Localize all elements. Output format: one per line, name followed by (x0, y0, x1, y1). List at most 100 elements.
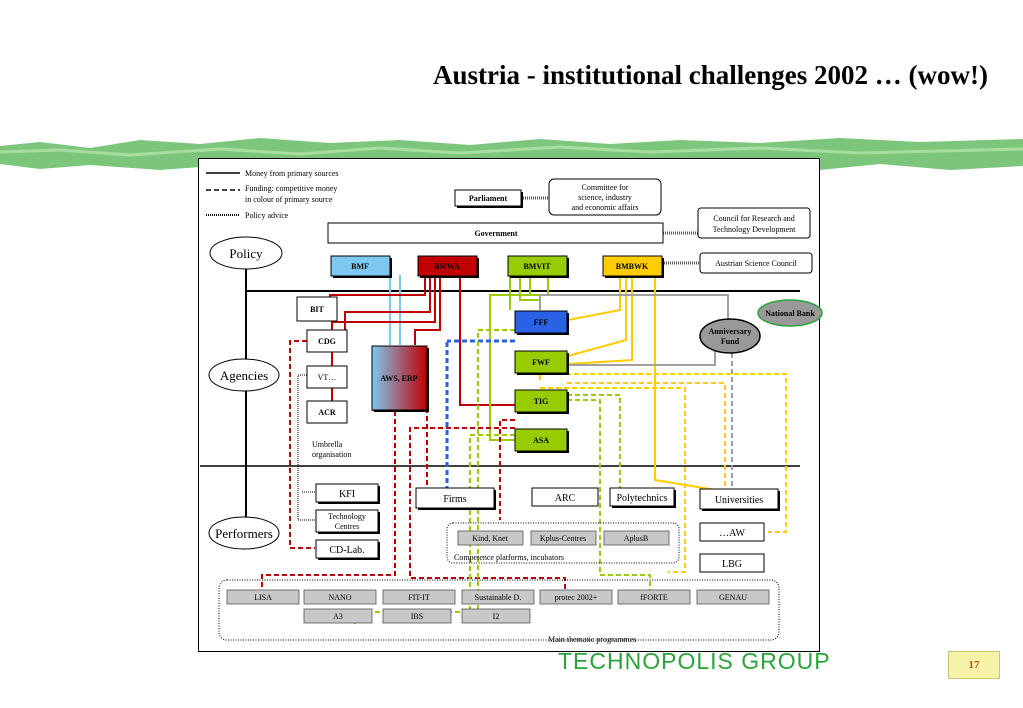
competence-item: Kind, Knet (472, 534, 508, 543)
agency-aws: AWS, ERP (371, 345, 429, 412)
agency-aws-label: AWS, ERP (380, 374, 417, 383)
agency-cdg-label: CDG (318, 337, 336, 346)
legend-advice-label: Policy advice (245, 211, 289, 220)
agency-acr-label: ACR (318, 408, 336, 417)
level-agencies: Agencies (208, 358, 280, 392)
umbrella-line-2: organisation (312, 450, 351, 459)
anniversary-line-1: Anniversary (709, 327, 752, 336)
performer-technology-centres: Technology Centres (315, 509, 380, 534)
programme-label: GENAU (719, 593, 747, 602)
programme-label: FIT-IT (408, 593, 430, 602)
performer-polytechnics-label: Polytechnics (616, 493, 667, 504)
programme-label: Sustainable D. (475, 593, 522, 602)
ministry-bmvit-label: BMVIT (523, 262, 551, 271)
agency-bit: BIT (296, 296, 338, 322)
performer-aw-label: …AW (719, 528, 745, 539)
agency-bit-label: BIT (310, 305, 324, 314)
asc-label: Austrian Science Council (715, 259, 798, 268)
agency-asa: ASA (514, 428, 569, 453)
government-box: Government (327, 222, 664, 244)
performer-aw: …AW (699, 522, 765, 542)
legend-money-label: Money from primary sources (245, 169, 339, 178)
performer-lbg: LBG (699, 553, 765, 573)
government-label: Government (474, 229, 517, 238)
programme-box (226, 589, 300, 605)
page-title: Austria - institutional challenges 2002 … (433, 60, 988, 90)
money-links (329, 275, 729, 491)
programme-label: IBS (411, 612, 423, 621)
committee-line-1: Committee for (582, 183, 629, 192)
legend-funding-label-2: in colour of primary source (245, 195, 333, 204)
performer-universities: Universities (699, 488, 780, 511)
programmes-label: Main thematic programmes (548, 635, 636, 644)
ministry-bmf: BMF (330, 255, 392, 278)
council-line-1: Council for Research and (713, 214, 795, 223)
level-performers-label: Performers (215, 526, 273, 541)
agency-cdg: CDG (306, 329, 348, 353)
agency-fff-label: FFF (534, 318, 549, 327)
competence-item: Kplus-Centres (540, 534, 586, 543)
agency-asa-label: ASA (533, 436, 549, 445)
agency-vt-label: VT… (318, 373, 337, 382)
technopolis-logo: TECHNOPOLIS GROUP (558, 648, 831, 674)
performer-arc: ARC (531, 487, 599, 507)
agency-fwf: FWF (514, 350, 569, 375)
performer-cdlab: CD-Lab. (315, 539, 380, 560)
programme-box (461, 589, 535, 605)
programme-box (382, 608, 452, 624)
level-performers: Performers (208, 516, 280, 550)
programme-box (303, 589, 377, 605)
level-policy-label: Policy (229, 246, 263, 261)
programme-label: NANO (328, 593, 351, 602)
programme-box (539, 589, 613, 605)
page-number: 17 (948, 651, 1000, 679)
council-box: Council for Research and Technology Deve… (697, 207, 811, 239)
competence-label: Competence platforms, incubators (454, 553, 564, 562)
legend: Money from primary sources Funding: comp… (206, 169, 339, 220)
parliament-box: Parliament (454, 189, 523, 208)
programme-label: I2 (493, 612, 500, 621)
agency-acr: ACR (306, 400, 348, 424)
performer-firms: Firms (415, 487, 496, 510)
ministry-bmvit: BMVIT (507, 255, 569, 278)
agency-fff: FFF (514, 310, 569, 335)
ministry-bmbwk-label: BMBWK (616, 262, 649, 271)
council-line-2: Technology Development (713, 225, 797, 234)
performer-cdlab-label: CD-Lab. (329, 545, 364, 556)
programme-label: LISA (254, 593, 272, 602)
anniversary-fund: Anniversary Fund (699, 318, 761, 354)
competence-item: AplusB (624, 534, 648, 543)
level-agencies-label: Agencies (220, 368, 268, 383)
national-bank-label: National Bank (765, 309, 815, 318)
parliament-label: Parliament (469, 194, 508, 203)
agency-vt: VT… (306, 365, 348, 389)
performer-polytechnics: Polytechnics (609, 487, 676, 508)
programme-box (617, 589, 691, 605)
anniversary-line-2: Fund (721, 337, 740, 346)
performer-kfi: KFI (315, 483, 380, 504)
umbrella-line-1: Umbrella (312, 440, 343, 449)
programme-label: protec 2002+ (555, 593, 598, 602)
asc-box: Austrian Science Council (699, 252, 813, 274)
agency-tig: TIG (514, 389, 569, 414)
legend-funding-label: Funding: competitive money (245, 184, 337, 193)
funding-links (261, 329, 787, 625)
ministry-bmbwk: BMBWK (602, 255, 664, 278)
ministry-bmwa-label: BMWA (434, 262, 460, 271)
committee-line-3: and economic affairs (572, 203, 639, 212)
programme-box (696, 589, 770, 605)
tc-line-2: Centres (335, 522, 359, 531)
programme-box (382, 589, 456, 605)
ministry-bmwa: BMWA (417, 255, 479, 278)
level-policy: Policy (209, 236, 283, 270)
programme-label: fFORTE (640, 593, 668, 602)
performer-kfi-label: KFI (339, 489, 355, 500)
committee-box: Committee for science, industry and econ… (548, 178, 662, 216)
national-bank: National Bank (757, 299, 823, 327)
performer-firms-label: Firms (443, 494, 466, 505)
performer-lbg-label: LBG (722, 559, 742, 570)
ministry-bmf-label: BMF (351, 262, 369, 271)
committee-line-2: science, industry (578, 193, 632, 202)
performer-universities-label: Universities (715, 495, 763, 506)
